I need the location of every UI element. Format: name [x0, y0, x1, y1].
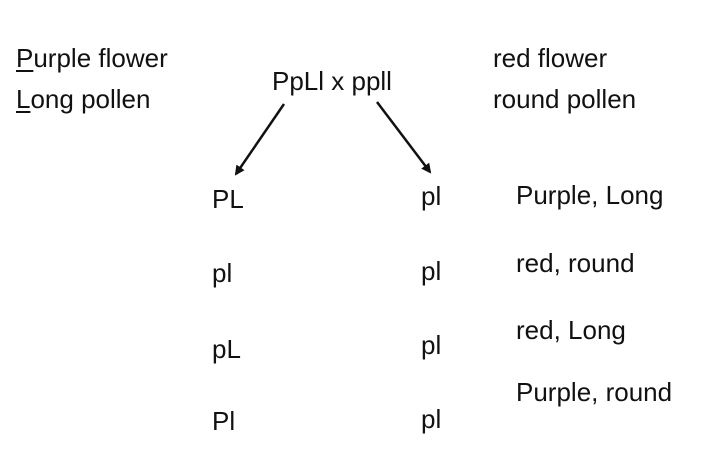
right-parent-line-1: red flower [493, 43, 608, 73]
gamete-col1-row3: pL [212, 334, 241, 364]
left-parent-line-1-initial: P [16, 43, 34, 73]
phenotype-row4: Purple, round [516, 377, 673, 407]
left-parent-line-2-rest: ong pollen [30, 84, 151, 114]
left-parent-line-1: Purple flower [16, 43, 168, 73]
gamete-col2-row1: pl [421, 181, 442, 211]
cross-label: PpLl x ppll [272, 66, 392, 96]
phenotype-row3: red, Long [516, 315, 626, 345]
gamete-col2-row3: pl [421, 330, 442, 360]
left-parent-line-2-initial: L [16, 84, 31, 114]
gamete-col1-row4: Pl [212, 406, 236, 436]
left-parent-line-2: Long pollen [16, 84, 150, 114]
phenotype-row1: Purple, Long [516, 180, 664, 210]
left-arrow [234, 103, 286, 176]
right-parent-line-2: round pollen [493, 84, 637, 114]
phenotype-row2: red, round [516, 248, 635, 278]
gamete-col2-row2: pl [421, 256, 442, 286]
right-arrow [376, 101, 432, 174]
gamete-col2-row4: pl [421, 404, 442, 434]
left-parent-line-1-rest: urple flower [33, 43, 168, 73]
gamete-col1-row2: pl [212, 258, 233, 288]
gamete-col1-row1: PL [212, 184, 244, 214]
